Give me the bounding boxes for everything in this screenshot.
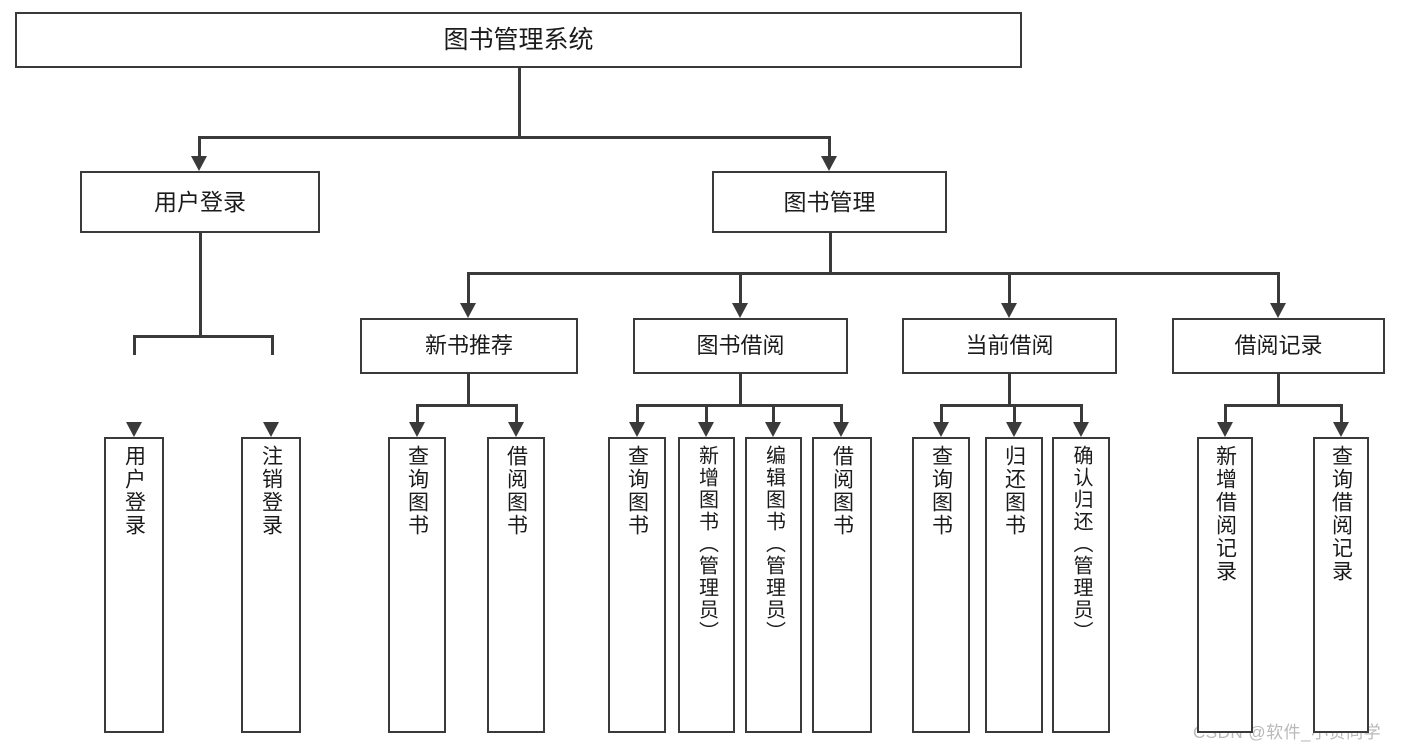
node-l3-current-borrow[interactable]: 当前借阅 [902,318,1117,374]
node-leaf-label: 确认归还（管理员） [1070,445,1092,643]
node-l3-new-book-recommend[interactable]: 新书推荐 [360,318,578,374]
node-l2-book-management[interactable]: 图书管理 [712,171,947,233]
connector-group3-bar [941,404,1081,407]
node-l3-label: 图书借阅 [696,333,785,359]
arrow-leaf-12-icon [1217,422,1233,437]
arrow-leaf-7-icon [765,422,781,437]
node-leaf-borrow-book[interactable]: 借阅图书 [812,437,872,733]
node-leaf-query-book[interactable]: 查询图书 [608,437,666,733]
connector-group2-drop-1 [636,404,639,423]
node-leaf-label: 查询图书 [625,445,649,537]
node-leaf-label: 用户登录 [122,445,146,537]
connector-group2-bar [637,404,841,407]
connector-root-bar [198,136,829,139]
node-leaf-label: 查询借阅记录 [1329,445,1353,583]
node-leaf-label: 查询图书 [929,445,953,537]
connector-group3-drop-3 [1080,404,1083,423]
connector-group2-drop-2 [705,404,708,423]
arrow-to-new-book-icon [460,303,476,318]
arrow-leaf-9-icon [933,422,949,437]
node-leaf-label: 编辑图书（管理员） [762,445,785,643]
node-leaf-borrow-book[interactable]: 借阅图书 [487,437,545,733]
connector-group2-drop-4 [840,404,843,423]
node-leaf-label: 归还图书 [1002,445,1026,537]
arrow-leaf-4-icon [508,422,524,437]
node-leaf-logout[interactable]: 注销登录 [241,437,301,733]
connector-login-stem [199,233,202,335]
connector-group2-stem [739,374,742,404]
node-root-library-management-system[interactable]: 图书管理系统 [15,12,1022,68]
node-l2-user-login[interactable]: 用户登录 [80,171,320,233]
connector-group1-bar [417,404,516,407]
connector-group4-bar [1225,404,1341,407]
node-l3-label: 借阅记录 [1234,333,1323,359]
arrow-leaf-1-icon [126,422,142,437]
connector-root-drop-right [828,136,831,156]
node-leaf-user-login[interactable]: 用户登录 [104,437,164,733]
connector-login-drop-right [271,335,274,355]
arrow-leaf-10-icon [1006,422,1022,437]
connector-mgmt-drop-1 [467,272,470,303]
connector-group1-stem [467,374,470,404]
node-leaf-label: 查询图书 [405,445,429,537]
node-l3-label: 新书推荐 [424,333,513,359]
connector-mgmt-stem [829,233,832,272]
node-leaf-confirm-return-admin[interactable]: 确认归还（管理员） [1052,437,1110,733]
connector-group3-drop-1 [940,404,943,423]
node-l3-book-borrow[interactable]: 图书借阅 [633,318,848,374]
arrow-to-user-login-icon [191,156,207,171]
arrow-leaf-5-icon [629,422,645,437]
node-leaf-add-book-admin[interactable]: 新增图书（管理员） [678,437,735,733]
arrow-leaf-11-icon [1073,422,1089,437]
connector-group4-drop-1 [1224,404,1227,423]
connector-mgmt-bar [467,272,1279,275]
node-leaf-edit-book-admin[interactable]: 编辑图书（管理员） [745,437,802,733]
connector-group1-drop-2 [515,404,518,423]
connector-group4-stem [1277,374,1280,404]
arrow-leaf-13-icon [1333,422,1349,437]
node-leaf-label: 新增图书（管理员） [695,445,718,643]
arrow-leaf-3-icon [409,422,425,437]
connector-group1-drop-1 [416,404,419,423]
connector-group4-drop-2 [1340,404,1343,423]
connector-login-bar [133,335,271,338]
node-leaf-label: 注销登录 [259,445,283,537]
arrow-leaf-6-icon [698,422,714,437]
node-leaf-label: 借阅图书 [830,445,854,537]
connector-root-stem [518,68,521,136]
node-root-label: 图书管理系统 [443,25,594,54]
connector-login-drop-left [133,335,136,355]
connector-group3-stem [1008,374,1011,404]
connector-mgmt-drop-2 [739,272,742,303]
arrow-leaf-2-icon [263,422,279,437]
arrow-leaf-8-icon [833,422,849,437]
node-leaf-label: 新增借阅记录 [1213,445,1237,583]
node-leaf-query-book[interactable]: 查询图书 [388,437,446,733]
connector-mgmt-drop-4 [1277,272,1280,303]
connector-group2-drop-3 [772,404,775,423]
arrow-to-current-borrow-icon [1001,303,1017,318]
arrow-to-book-borrow-icon [732,303,748,318]
node-l2-label: 图书管理 [783,188,876,215]
arrow-to-borrow-record-icon [1270,303,1286,318]
node-l3-label: 当前借阅 [965,333,1054,359]
connector-root-drop-left [198,136,201,156]
arrow-to-book-management-icon [821,156,837,171]
node-leaf-return-book[interactable]: 归还图书 [985,437,1043,733]
node-l3-borrow-record[interactable]: 借阅记录 [1172,318,1385,374]
node-leaf-label: 借阅图书 [504,445,528,537]
node-leaf-add-borrow-record[interactable]: 新增借阅记录 [1197,437,1253,733]
node-leaf-query-borrow-record[interactable]: 查询借阅记录 [1313,437,1369,733]
connector-group3-drop-2 [1013,404,1016,423]
node-leaf-query-book[interactable]: 查询图书 [912,437,970,733]
connector-mgmt-drop-3 [1008,272,1011,303]
node-l2-label: 用户登录 [154,188,246,215]
